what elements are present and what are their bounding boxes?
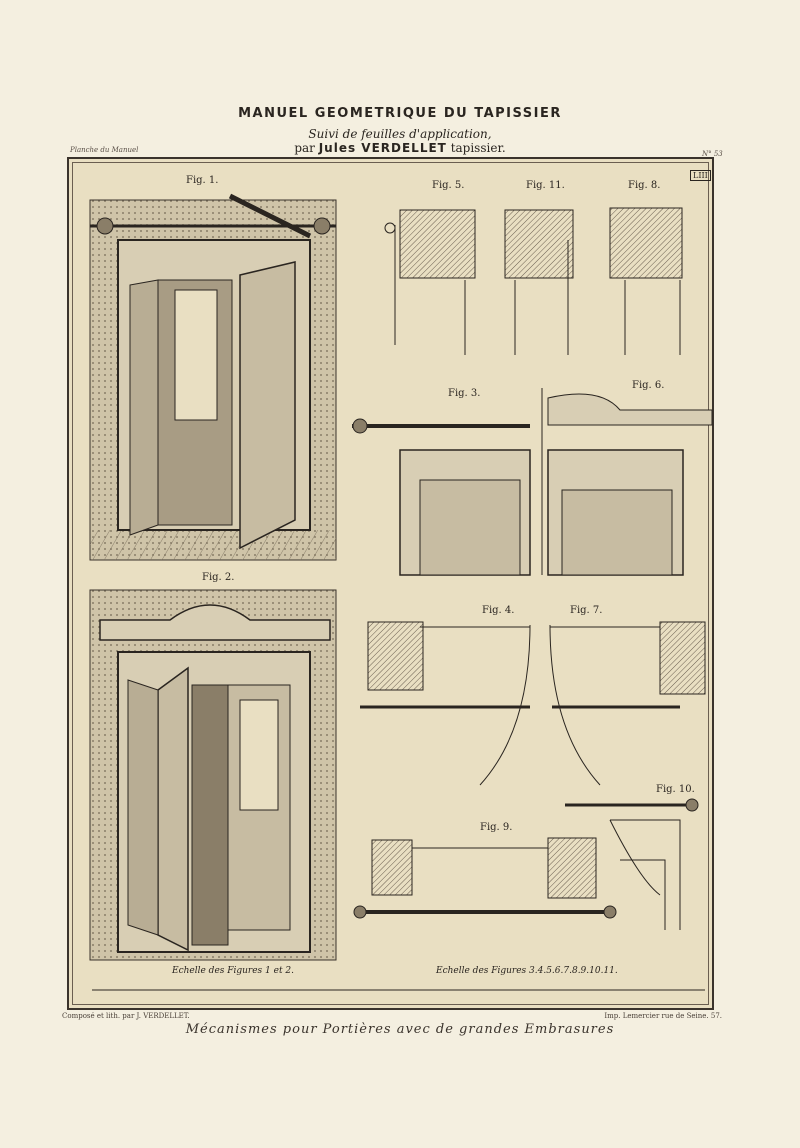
fig3-6-drawings	[352, 388, 713, 576]
fig8-label: Fig. 8.	[628, 180, 661, 191]
fig2-drawing	[89, 589, 337, 961]
fig5-label: Fig. 5.	[432, 180, 465, 191]
fig4-label: Fig. 4.	[482, 605, 515, 616]
scale-left: Echelle des Figures 1 et 2.	[172, 966, 295, 976]
fig5-11-8-drawings	[384, 207, 683, 355]
plate-number: N° 53	[702, 150, 723, 158]
header-byline: par Jules VERDELLET tapissier.	[0, 141, 800, 155]
fig11-label: Fig. 11.	[526, 180, 565, 191]
fig4-7-drawings	[360, 621, 706, 786]
fig10-label: Fig. 10.	[656, 784, 695, 795]
plate-label-left: Planche du Manuel	[70, 146, 139, 154]
byline-prefix: par	[294, 141, 315, 155]
fig6-label: Fig. 6.	[632, 380, 665, 391]
header-title: MANUEL GEOMETRIQUE DU TAPISSIER	[238, 106, 562, 121]
scale-right: Echelle des Figures 3.4.5.6.7.8.9.10.11.	[436, 966, 618, 976]
fig9-label: Fig. 9.	[480, 822, 513, 833]
byline-suffix: tapissier.	[450, 141, 506, 155]
fig7-label: Fig. 7.	[570, 605, 603, 616]
corner-mark: LIII	[690, 170, 711, 181]
fig1-drawing	[89, 193, 337, 561]
author-name: Jules VERDELLET	[318, 141, 447, 155]
fig3-label: Fig. 3.	[448, 388, 481, 399]
plate-inner-border	[72, 162, 709, 1005]
header-subtitle: Suivi de feuilles d'application,	[308, 127, 492, 141]
plate-caption: Mécanismes pour Portières avec de grande…	[185, 1022, 615, 1037]
fig2-label: Fig. 2.	[202, 572, 235, 583]
fig1-label: Fig. 1.	[186, 175, 219, 186]
imprint-right: Imp. Lemercier rue de Seine. 57.	[604, 1012, 722, 1020]
fig9-drawing	[353, 837, 617, 919]
fig10-drawing	[565, 798, 699, 930]
imprint-left: Composé et lith. par J. VERDELLET.	[62, 1012, 190, 1020]
